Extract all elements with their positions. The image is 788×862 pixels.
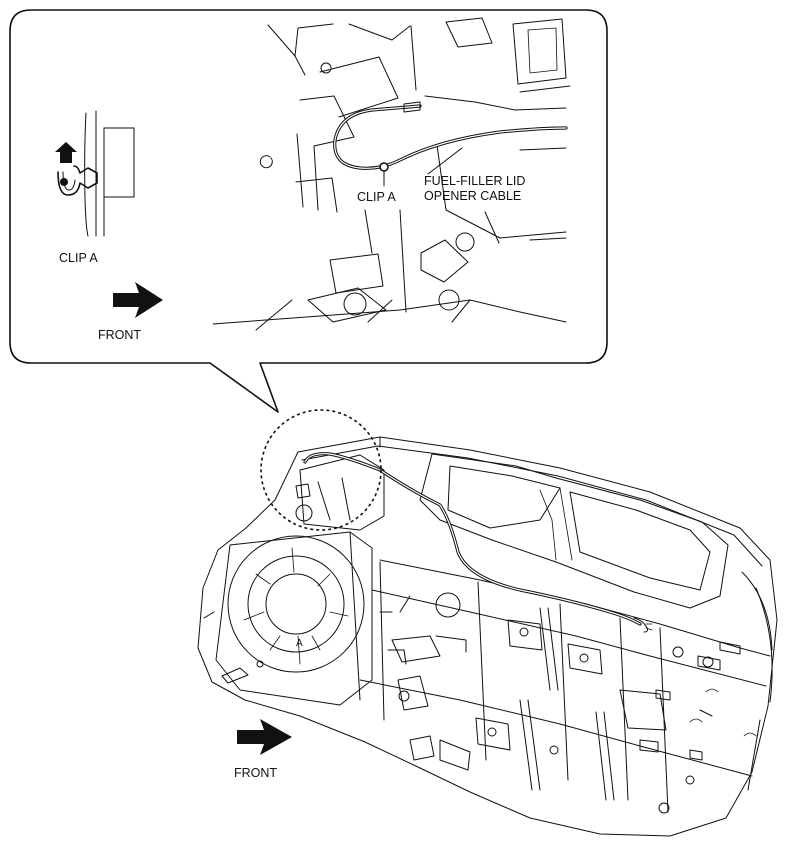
detail-callout xyxy=(9,9,608,413)
up-arrow-icon xyxy=(55,142,77,163)
cable-label-line2: OPENER CABLE xyxy=(424,189,521,203)
callout-frame xyxy=(9,9,608,413)
clip-a-callout-label: CLIP A xyxy=(357,190,396,204)
tire-well-mark: A xyxy=(296,638,303,649)
front-main-label: FRONT xyxy=(234,766,277,780)
vehicle-floor-body: A xyxy=(197,436,778,837)
front-arrow-icon xyxy=(113,282,163,318)
clip-center-dot xyxy=(60,178,68,186)
main-cable xyxy=(303,452,653,633)
front-arrow-main: FRONT xyxy=(234,719,292,780)
clip-body xyxy=(57,165,98,196)
detail-cable: CLIP A FUEL-FILLER LID OPENER CABLE xyxy=(333,101,568,204)
cable-label-line1: FUEL-FILLER LID xyxy=(424,174,525,188)
detail-area-circle xyxy=(260,409,382,531)
detail-body-panel xyxy=(212,17,571,331)
front-arrow-icon xyxy=(237,719,292,755)
spare-tire-well xyxy=(227,535,365,673)
clip-a-detail-drawing: CLIP A xyxy=(55,110,135,265)
front-arrow-detail: FRONT xyxy=(98,282,163,342)
clip-a-point xyxy=(379,162,389,172)
front-detail-label: FRONT xyxy=(98,328,141,342)
clip-a-detail-label: CLIP A xyxy=(59,251,98,265)
